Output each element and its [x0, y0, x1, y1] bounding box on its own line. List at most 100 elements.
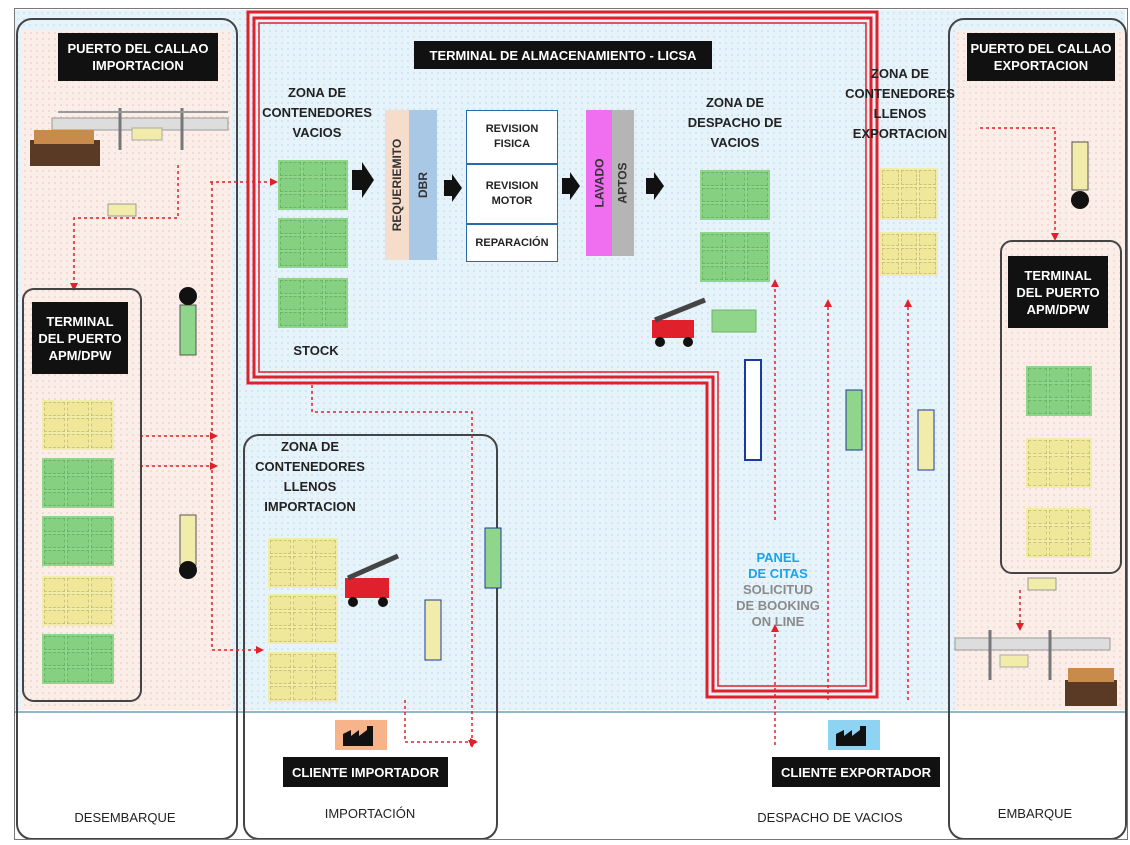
process-arrow-4	[646, 172, 664, 200]
exporter-factory-icon	[828, 720, 880, 750]
container-cell	[90, 578, 112, 592]
truck-right-1	[1071, 141, 1089, 191]
container-cell	[702, 188, 723, 202]
container-cell	[292, 612, 314, 626]
container-cell	[315, 596, 336, 610]
container-cell	[292, 556, 314, 570]
truck-left-2-cab	[179, 561, 197, 579]
container-cell	[702, 234, 723, 248]
container-cell	[44, 492, 66, 506]
container-cell	[325, 220, 346, 234]
container-cell	[44, 610, 66, 624]
container-cell	[900, 234, 918, 246]
container-cell	[280, 194, 301, 208]
container-cell	[1070, 472, 1090, 486]
terminal-frame-inner	[252, 16, 873, 693]
zone-dispatch-label: ZONA DE DESPACHO DE VACIOS	[687, 95, 783, 150]
container-cell	[747, 250, 768, 264]
ship-cargo	[34, 130, 94, 144]
container-cell	[270, 686, 291, 700]
panel-citas: PANEL DE CITAS SOLICITUD DE BOOKING ON L…	[728, 550, 828, 630]
container-cell	[90, 460, 112, 474]
container-cell	[270, 670, 291, 684]
truck-left-1-cab	[179, 287, 197, 305]
stock-grid-3	[278, 278, 348, 328]
container-cell	[919, 262, 936, 274]
container-cell	[325, 280, 346, 294]
process-arrow-3	[562, 172, 580, 200]
container-cell	[315, 556, 336, 570]
truck-import-1	[484, 527, 502, 589]
left-terminal-grid-3	[42, 516, 114, 566]
container-cell	[44, 652, 66, 666]
container-cell	[900, 248, 918, 260]
flow-line-vertical-left	[211, 182, 258, 651]
container-cell	[67, 402, 89, 416]
aptos-step: APTOS	[612, 110, 634, 256]
container-lifted	[711, 309, 757, 333]
container-cell	[44, 418, 66, 432]
container-cell	[1049, 510, 1069, 524]
container-cell	[900, 262, 918, 274]
container-cell	[90, 610, 112, 624]
container-cell	[1028, 400, 1048, 414]
truck-left-small	[107, 203, 137, 217]
arrowhead-t2	[210, 462, 218, 470]
arrowhead-panel	[771, 624, 779, 632]
container-cell	[1028, 472, 1048, 486]
right-terminal-grid-1	[1026, 366, 1092, 416]
container-cell	[90, 636, 112, 650]
lavado-label: LAVADO	[592, 158, 607, 208]
container-cell	[280, 162, 301, 176]
container-cell	[280, 280, 301, 294]
ship-hull	[30, 140, 100, 166]
right-terminal-grid-2	[1026, 438, 1092, 488]
container-cell	[747, 266, 768, 280]
container-cell	[702, 250, 723, 264]
container-cell	[724, 172, 746, 186]
container-cell	[280, 220, 301, 234]
reach-stacker-1-body	[652, 320, 694, 338]
container-cell	[900, 186, 918, 202]
truck-cargo	[131, 127, 163, 141]
container-cell	[44, 402, 66, 416]
container-cell	[292, 686, 314, 700]
arrowhead-t1	[210, 432, 218, 440]
container-cell	[44, 534, 66, 548]
lavado-step: LAVADO	[586, 110, 612, 256]
stock-label: STOCK	[293, 343, 339, 358]
container-cell	[1049, 440, 1069, 454]
container-cell	[919, 234, 936, 246]
aptos-label: APTOS	[616, 162, 630, 204]
terminal-title: TERMINAL DE ALMACENAMIENTO - LICSA	[414, 41, 712, 69]
container-cell	[1028, 526, 1048, 540]
container-cell	[1049, 526, 1069, 540]
truck-right-small	[1027, 577, 1057, 591]
container-cell	[747, 188, 768, 202]
container-cell	[919, 186, 936, 202]
requerimiento-label: REQUERIEMITO	[390, 138, 404, 232]
reparacion-step: REPARACIÓN	[466, 224, 558, 262]
import-grid-3	[268, 652, 338, 702]
container-cell	[747, 204, 768, 218]
container-cell	[292, 670, 314, 684]
container-cell	[315, 572, 336, 586]
stock-grid-1	[278, 160, 348, 210]
container-cell	[270, 628, 291, 642]
panel-line3: SOLICITUD	[742, 582, 814, 597]
container-cell	[1070, 542, 1090, 556]
container-cell	[302, 236, 324, 250]
container-cell	[67, 434, 89, 448]
export-grid-1	[880, 168, 938, 220]
container-cell	[919, 248, 936, 260]
container-cell	[1070, 384, 1090, 398]
dispatch-grid-1	[700, 170, 770, 220]
ship-cargo	[1068, 668, 1114, 682]
importer-factory-icon	[335, 720, 387, 750]
container-cell	[702, 204, 723, 218]
truck-dispatch-2	[845, 389, 863, 451]
container-cell	[1070, 400, 1090, 414]
container-cell	[90, 402, 112, 416]
terminal-right-label: TERMINAL DEL PUERTO APM/DPW	[1008, 256, 1108, 328]
